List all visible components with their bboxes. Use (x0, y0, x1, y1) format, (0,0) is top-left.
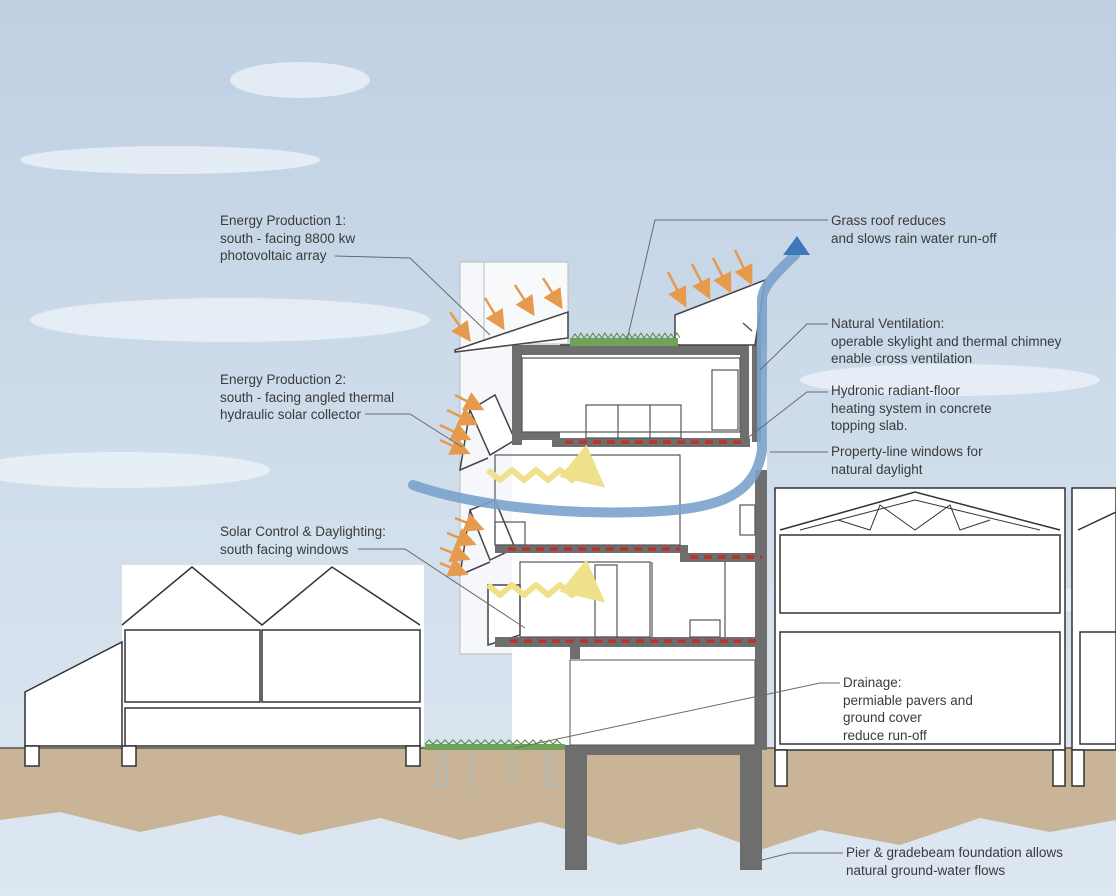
solar-control-label: Solar Control & Daylighting: south facin… (220, 524, 386, 557)
main-house (454, 261, 767, 870)
energy-production-2-label: Energy Production 2: south - facing angl… (220, 372, 395, 422)
leader-lines (334, 219, 843, 861)
energy-production-1-label: Energy Production 1: south - facing 8800… (220, 213, 356, 263)
airflow-arrowhead (783, 236, 810, 255)
grass-roof (570, 332, 681, 346)
ground (0, 748, 1116, 850)
sun-arrows (439, 249, 753, 577)
natural-ventilation-label: Natural Ventilation: operable skylight a… (831, 316, 1062, 366)
right-neighbor-building (774, 487, 1116, 787)
radiant-floor-pipes (508, 440, 762, 643)
foundation-label: Pier & gradebeam foundation allows natur… (846, 845, 1063, 878)
property-line-windows-label: Property-line windows for natural daylig… (831, 444, 983, 477)
heat-waves (486, 444, 606, 603)
airflow-arrow (408, 250, 800, 518)
left-neighbor-building (24, 565, 424, 767)
hydronic-heating-label: Hydronic radiant-floor heating system in… (831, 383, 992, 433)
drainage-label: Drainage: permiable pavers and ground co… (843, 675, 973, 743)
grass-roof-label: Grass roof reduces and slows rain water … (831, 213, 997, 246)
